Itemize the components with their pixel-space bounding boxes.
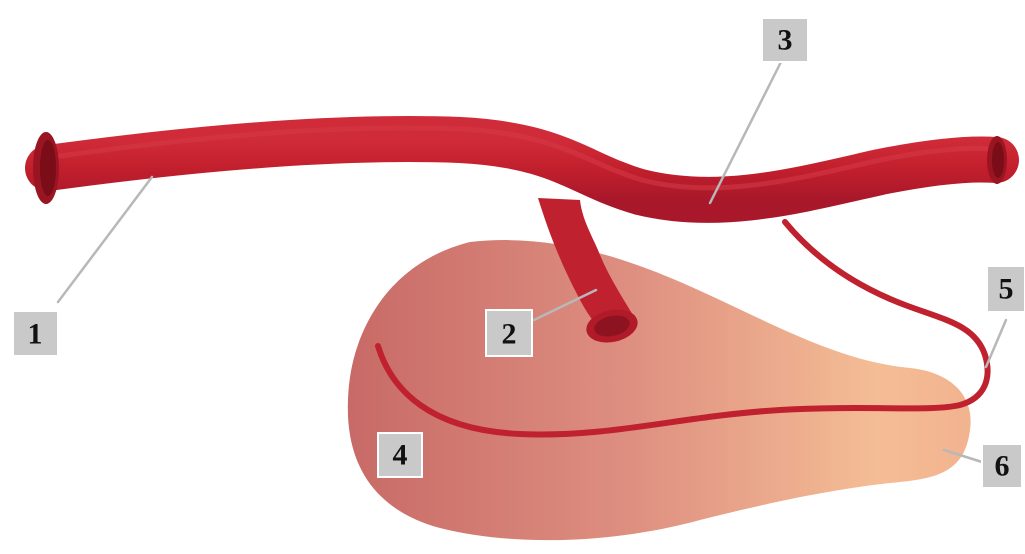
label-6-text: 6 — [995, 450, 1010, 483]
label-5: 5 — [987, 266, 1025, 312]
label-3: 3 — [762, 18, 808, 62]
label-5-text: 5 — [999, 273, 1014, 306]
organ-body — [348, 240, 971, 540]
vessel-left-lumen — [40, 140, 56, 196]
label-2-text: 2 — [502, 318, 517, 351]
label-1-text: 1 — [28, 318, 43, 351]
leader-line-1 — [58, 177, 152, 302]
label-4-text: 4 — [393, 439, 408, 472]
label-4: 4 — [378, 433, 422, 477]
label-3-text: 3 — [778, 24, 793, 57]
vessel-right-lumen — [992, 142, 1004, 178]
label-2: 2 — [486, 310, 532, 356]
leader-line-5 — [986, 320, 1006, 367]
main-vessel — [48, 139, 996, 200]
label-1: 1 — [13, 311, 58, 356]
label-6: 6 — [982, 444, 1022, 488]
